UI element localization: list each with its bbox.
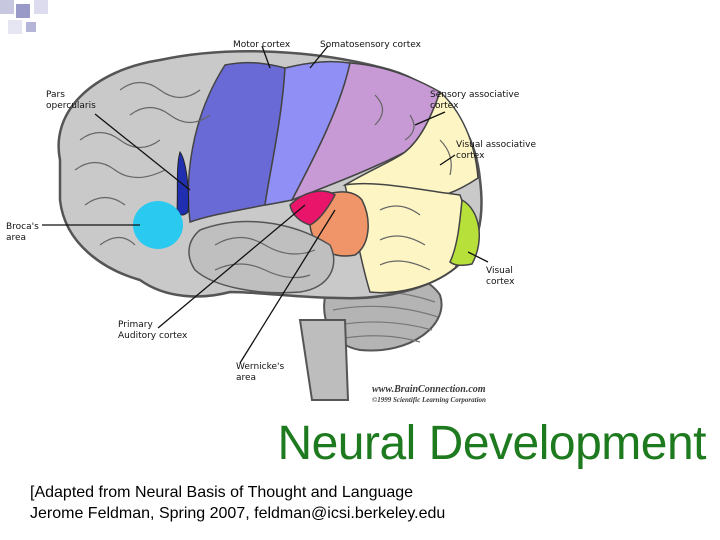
label-sensory-associative-cortex: Sensory associative cortex [430,90,520,111]
somatosensory-region [290,62,441,202]
slide-title: Neural Development [277,417,706,470]
image-credit-copyright: ©1999 Scientific Learning Corporation [372,396,486,404]
temporal-lobe [188,220,335,294]
visual-association-region [344,182,468,294]
label-visual-associative-cortex: Visual associative cortex [456,140,536,161]
label-motor-cortex: Motor cortex [233,40,291,50]
label-somatosensory-cortex: Somatosensory cortex [320,40,421,50]
slide-subtitle: [Adapted from Neural Basis of Thought an… [30,484,446,522]
label-wernickes-area: Wernicke's area [236,362,285,383]
visual-cortex-region [449,198,480,267]
label-visual-cortex: Visual cortex [486,266,515,287]
corner-decoration [0,0,48,34]
label-primary-auditory-cortex: Primary Auditory cortex [118,320,188,341]
brain-diagram [42,45,489,401]
image-credit-site: www.BrainConnection.com [372,384,486,395]
brainstem [298,319,350,401]
label-pars-opercularis: Pars opercularis [46,90,96,111]
wernicke-region [289,190,336,226]
broca-region [133,201,183,249]
label-brocas-area: Broca's area [6,222,39,243]
